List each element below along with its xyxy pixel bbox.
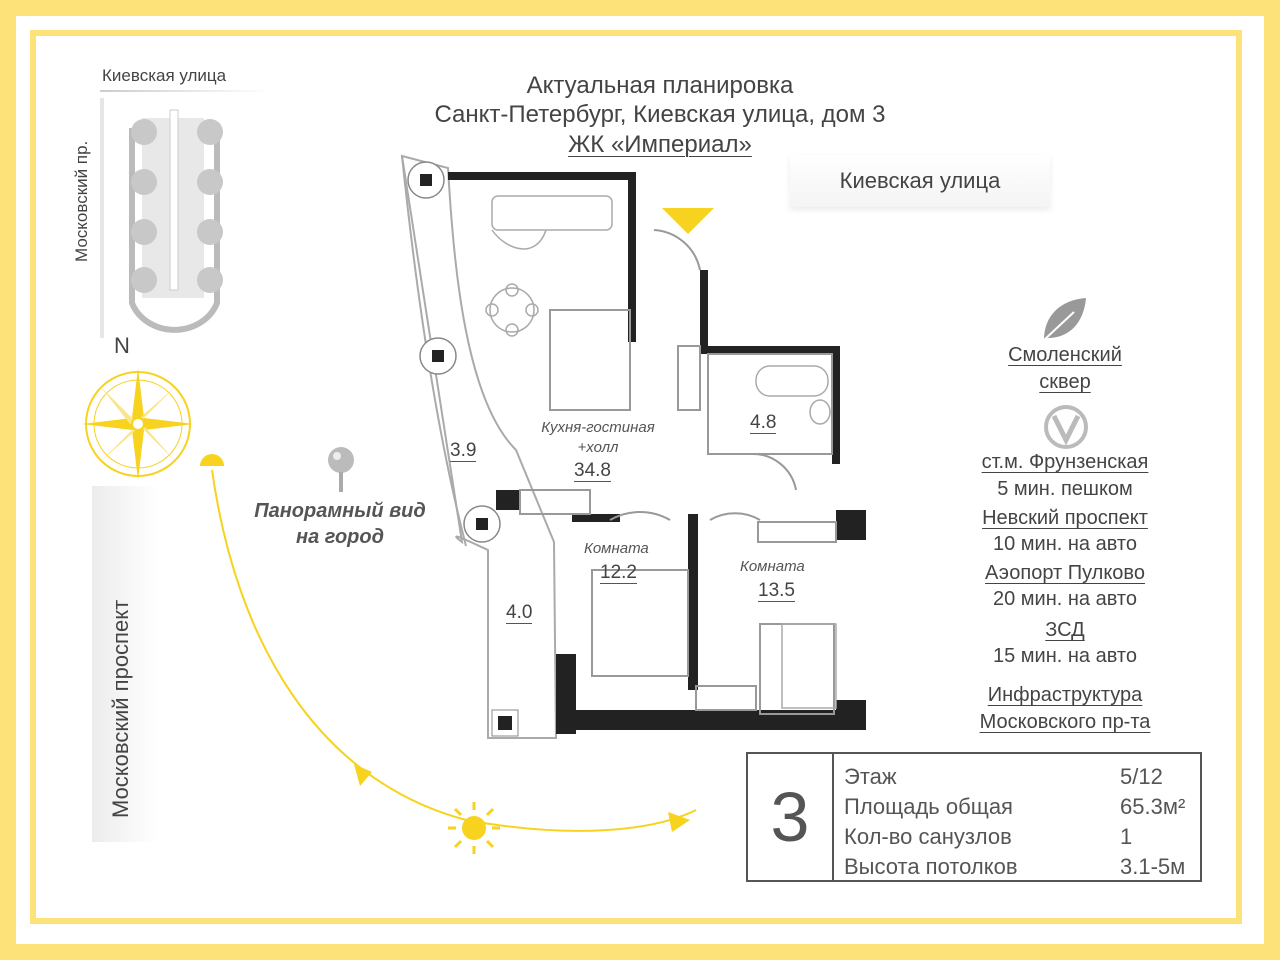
- mini-map-street-top: Киевская улица: [102, 66, 227, 85]
- room-label-kitchen-2: +холл: [577, 439, 619, 456]
- airport-time: 20 мин. на авто: [993, 588, 1137, 610]
- park-link[interactable]: Смоленский сквер: [940, 342, 1190, 396]
- metro-name[interactable]: ст.м. Фрунзенская: [981, 451, 1149, 473]
- room-area-room1: 12.2: [600, 562, 637, 584]
- sun-icon: [448, 802, 500, 854]
- mini-map-street-left: Московский пр.: [72, 140, 91, 262]
- room-area-kitchen: 34.8: [574, 460, 611, 482]
- zsd-name[interactable]: ЗСД: [1045, 619, 1085, 641]
- spec-label-floor: Этаж: [844, 764, 897, 789]
- street-moskovsky-strip: [92, 486, 158, 842]
- zsd-time: 15 мин. на авто: [993, 645, 1137, 667]
- spec-value-bathrooms: 1: [1120, 824, 1133, 849]
- room-area-room2: 13.5: [758, 580, 795, 602]
- mini-map-building-icon: [100, 98, 223, 338]
- infra-link[interactable]: Инфраструктура Московского пр-та: [940, 682, 1190, 736]
- zsd-link[interactable]: ЗСД: [940, 619, 1190, 642]
- complex-name-link[interactable]: ЖК «Империал»: [568, 131, 752, 158]
- title-line-3[interactable]: ЖК «Империал»: [330, 131, 990, 159]
- room-label-kitchen-1: Кухня-гостиная: [541, 419, 655, 436]
- panoramic-view-line-2: на город: [296, 526, 384, 548]
- spec-label-bathrooms: Кол-во санузлов: [844, 824, 1012, 849]
- specs-box: 3 Этаж 5/12 Площадь общая 65.3м² Кол-во …: [746, 752, 1202, 882]
- infra-line-1[interactable]: Инфраструктура: [987, 684, 1143, 706]
- rooms-count: 3: [748, 754, 834, 880]
- park-line-2[interactable]: сквер: [1039, 371, 1091, 393]
- nevsky-time: 10 мин. на авто: [993, 533, 1137, 555]
- sun-path-arc: [200, 454, 697, 832]
- floor-plan: [400, 154, 866, 739]
- spec-label-ceiling: Высота потолков: [844, 854, 1018, 879]
- panoramic-view-line-1: Панорамный вид: [254, 500, 426, 522]
- spec-label-area: Площадь общая: [844, 794, 1013, 819]
- park-line-1[interactable]: Смоленский: [1008, 344, 1122, 366]
- spec-value-area: 65.3м²: [1120, 794, 1186, 819]
- room-label-room1: Комната: [584, 540, 649, 557]
- compass-rose-icon: [82, 368, 194, 480]
- room-area-bathroom: 4.8: [750, 412, 777, 434]
- street-label-moskovsky: Московский проспект: [108, 599, 133, 818]
- airport-name[interactable]: Аэопорт Пулково: [985, 562, 1145, 584]
- metro-time: 5 мин. пешком: [997, 478, 1133, 500]
- street-label-kievskaya: Киевская улица: [790, 155, 1050, 207]
- mini-map-road-top: [100, 90, 272, 92]
- title-line-2: Санкт-Петербург, Киевская улица, дом 3: [434, 101, 886, 128]
- room-label-kitchen: Кухня-гостиная +холл: [528, 418, 668, 458]
- compass-north-label: N: [114, 333, 130, 358]
- room-area-balcony-top: 3.9: [450, 440, 477, 462]
- location-pin-icon: [328, 447, 354, 492]
- airport-link[interactable]: Аэопорт Пулково: [940, 562, 1190, 585]
- room-label-room2: Комната: [740, 558, 805, 575]
- metro-icon: [1044, 405, 1088, 449]
- metro-link[interactable]: ст.м. Фрунзенская: [940, 451, 1190, 474]
- infra-line-2[interactable]: Московского пр-та: [979, 711, 1151, 733]
- title-line-1: Актуальная планировка: [526, 72, 794, 99]
- spec-value-ceiling: 3.1-5м: [1120, 854, 1186, 879]
- nevsky-link[interactable]: Невский проспект: [940, 507, 1190, 530]
- nevsky-name[interactable]: Невский проспект: [982, 507, 1148, 529]
- leaf-icon: [1043, 298, 1086, 341]
- panoramic-view-note: Панорамный вид на город: [230, 498, 450, 550]
- spec-value-floor: 5/12: [1120, 764, 1163, 789]
- room-area-balcony-bottom: 4.0: [506, 602, 533, 624]
